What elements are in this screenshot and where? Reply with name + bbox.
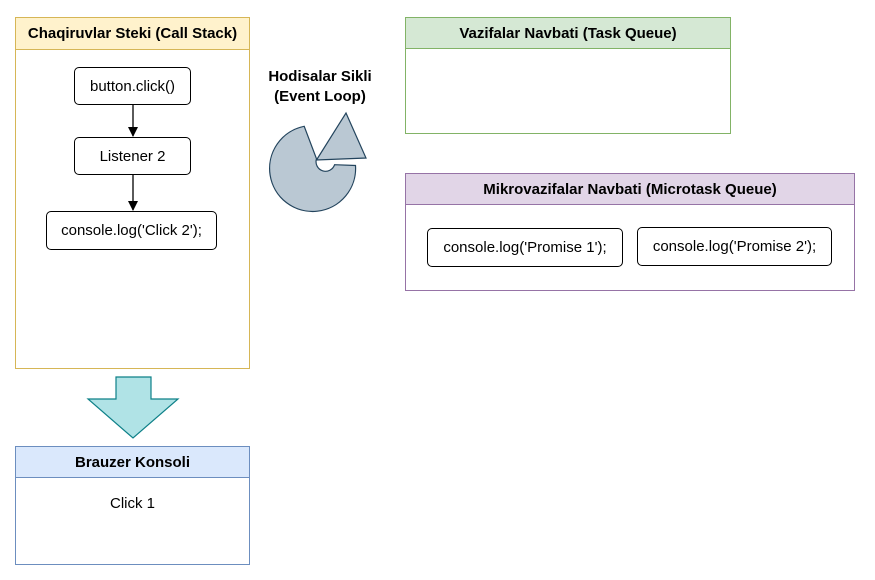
microtask-promise-2: console.log('Promise 2'); bbox=[637, 227, 832, 266]
event-loop-label-line2: (Event Loop) bbox=[274, 88, 366, 105]
event-loop-label: Hodisalar Sikli (Event Loop) bbox=[250, 67, 390, 107]
stack-frame-console-log: console.log('Click 2'); bbox=[46, 211, 217, 250]
circular-arrow-icon bbox=[269, 111, 367, 213]
stack-frame-button-click: button.click() bbox=[74, 67, 191, 105]
event-loop-label-line1: Hodisalar Sikli bbox=[268, 68, 372, 85]
microtask-promise-1: console.log('Promise 1'); bbox=[427, 228, 623, 267]
down-arrow-to-console bbox=[86, 376, 180, 439]
call-stack-title: Chaqiruvlar Steki (Call Stack) bbox=[16, 18, 249, 50]
console-output: Click 1 bbox=[109, 495, 155, 512]
task-queue-panel: Vazifalar Navbati (Task Queue) bbox=[405, 17, 731, 134]
browser-console-title: Brauzer Konsoli bbox=[16, 447, 249, 478]
task-queue-title: Vazifalar Navbati (Task Queue) bbox=[406, 18, 730, 49]
microtask-queue-title: Mikrovazifalar Navbati (Microtask Queue) bbox=[406, 174, 854, 205]
stack-frame-listener: Listener 2 bbox=[74, 137, 191, 175]
browser-console-panel: Brauzer Konsoli Click 1 bbox=[15, 446, 250, 565]
